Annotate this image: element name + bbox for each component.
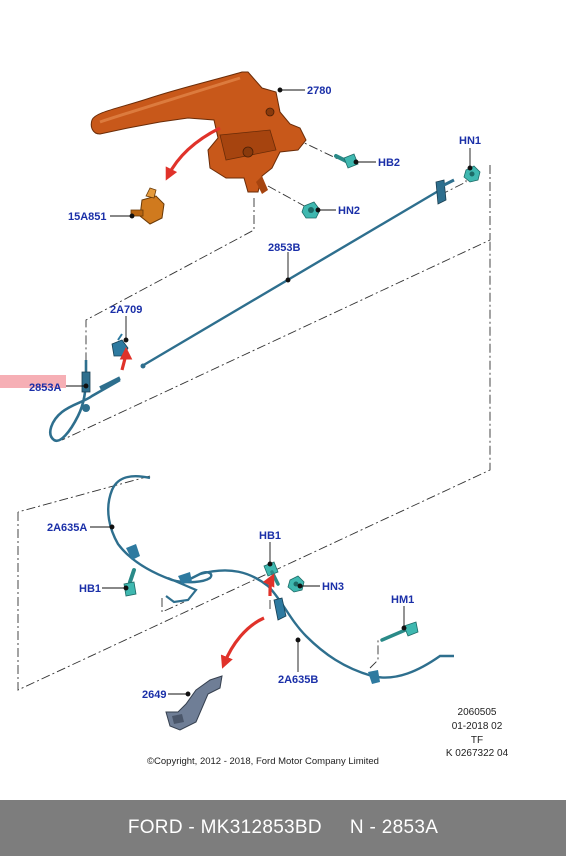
bolt-hb1-left[interactable] xyxy=(123,568,137,597)
callout-2780: 2780 xyxy=(307,85,331,97)
part-number-footer: FORD - MK312853BD N - 2853A xyxy=(0,800,566,856)
callout-2649: 2649 xyxy=(142,689,166,701)
callout-2853a: 2853A xyxy=(29,382,61,394)
nut-hn3[interactable] xyxy=(287,575,305,593)
footer-part-number: FORD - MK312853BD xyxy=(127,817,322,838)
front-brake-cable[interactable] xyxy=(140,178,455,369)
info-line-1: 2060505 xyxy=(457,707,497,718)
callout-2a635a: 2A635A xyxy=(47,522,87,534)
rear-cable-right[interactable] xyxy=(199,569,454,684)
bolt-hm1[interactable] xyxy=(380,621,419,642)
leader-lines xyxy=(66,87,473,697)
nut-hn1[interactable] xyxy=(463,165,481,183)
info-line-4: K 0267322 04 xyxy=(445,748,509,759)
callout-hn1: HN1 xyxy=(459,135,481,147)
callout-hb1-right: HB1 xyxy=(259,530,281,542)
copyright-notice: ©Copyright, 2012 - 2018, Ford Motor Comp… xyxy=(147,756,379,767)
direction-arrows xyxy=(119,126,275,669)
selected-part-highlight xyxy=(0,375,66,388)
bolt-hb2[interactable] xyxy=(334,153,359,169)
callout-hb1-left: HB1 xyxy=(79,583,101,595)
callout-2853b: 2853B xyxy=(268,242,300,254)
phantom-outlines xyxy=(17,137,491,691)
nut-hn2[interactable] xyxy=(301,201,321,219)
cable-bracket[interactable] xyxy=(165,675,223,731)
callout-15a851: 15A851 xyxy=(68,211,107,223)
brake-switch[interactable] xyxy=(130,187,165,225)
equalizer-cable[interactable] xyxy=(49,360,121,443)
parking-brake-lever[interactable] xyxy=(90,71,307,194)
callout-2a635b: 2A635B xyxy=(278,674,318,686)
callout-hm1: HM1 xyxy=(391,594,414,606)
callout-hn2: HN2 xyxy=(338,205,360,217)
rear-cable-left[interactable] xyxy=(107,475,213,604)
footer-reference: N - 2853A xyxy=(349,817,439,838)
parking-brake-exploded-diagram: 2780 HB2 HN1 15A851 HN2 2853B 2A709 2853… xyxy=(17,71,491,731)
callout-hn3: HN3 xyxy=(322,581,344,593)
callout-hb2: HB2 xyxy=(378,157,400,169)
callout-2a709: 2A709 xyxy=(110,304,142,316)
info-line-2: 01-2018 02 xyxy=(451,721,503,732)
info-line-3: TF xyxy=(470,735,484,746)
